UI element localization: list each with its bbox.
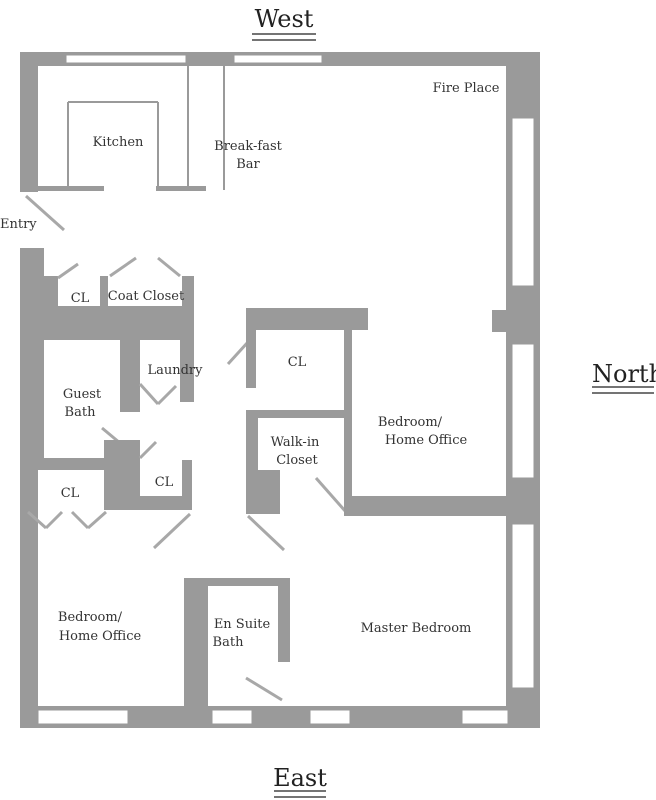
en-suite-top-wall bbox=[184, 578, 290, 586]
label-fire-place: Fire Place bbox=[433, 81, 500, 96]
center-closet-left-wall bbox=[246, 308, 256, 388]
laundry-left-wall bbox=[120, 330, 140, 412]
walk-in-closet-door bbox=[314, 477, 348, 513]
coat-closet-door-left bbox=[109, 256, 137, 278]
bedroom-closet-door-c bbox=[70, 510, 90, 530]
walk-in-bottom-block bbox=[246, 470, 280, 514]
fireplace bbox=[492, 310, 512, 332]
label-bedroom-east-line2: Home Office bbox=[59, 629, 142, 644]
en-suite-left-wall bbox=[184, 578, 208, 728]
direction-east: East bbox=[273, 764, 327, 792]
bedroom-divider-wall bbox=[344, 496, 540, 516]
direction-north: North bbox=[592, 360, 656, 388]
label-cl-hall: CL bbox=[155, 475, 174, 490]
label-guest-bath-line1: Guest bbox=[63, 387, 102, 402]
east-exterior-wall bbox=[20, 706, 540, 728]
label-kitchen: Kitchen bbox=[93, 135, 144, 150]
coat-closet-right-wall bbox=[182, 276, 194, 340]
entry-door bbox=[24, 194, 66, 232]
east-side-exterior-wall bbox=[20, 248, 38, 728]
en-suite-right-wall bbox=[278, 578, 290, 662]
master-bedroom-door bbox=[246, 514, 286, 552]
center-closet-door bbox=[226, 340, 250, 366]
bedroom-closet-door-d bbox=[87, 510, 107, 530]
label-breakfast-bar-line2: Bar bbox=[236, 157, 260, 172]
window-living bbox=[233, 54, 323, 64]
label-breakfast-bar-line1: Break-fast bbox=[214, 139, 282, 154]
center-closet-right-wall bbox=[344, 330, 352, 516]
laundry-door-b bbox=[156, 384, 178, 406]
direction-west: West bbox=[255, 5, 314, 33]
bedroom-closet-door-a bbox=[27, 510, 47, 530]
hall-closet-door bbox=[138, 440, 158, 460]
hall-closet-right-wall bbox=[182, 460, 192, 510]
label-cl-center: CL bbox=[288, 355, 307, 370]
label-coat-closet: Coat Closet bbox=[108, 289, 185, 304]
coat-closet-door-right bbox=[157, 256, 181, 278]
closet-bottom-wall bbox=[38, 306, 194, 340]
center-closet-divider bbox=[246, 410, 352, 418]
center-closet-top-wall bbox=[246, 308, 368, 330]
closet-cl-side bbox=[38, 276, 58, 310]
label-en-suite-line1: En Suite bbox=[214, 617, 271, 632]
bedroom-closet-door-b bbox=[44, 510, 64, 530]
window-north-3 bbox=[511, 523, 535, 689]
label-entry: Entry bbox=[0, 217, 37, 232]
window-bath-1 bbox=[211, 709, 253, 725]
window-master bbox=[461, 709, 509, 725]
closet-divider bbox=[100, 276, 108, 310]
label-walk-in-line2: Closet bbox=[276, 453, 318, 468]
label-laundry: Laundry bbox=[147, 363, 203, 378]
window-north-1 bbox=[511, 117, 535, 287]
hall-closet-bottom-wall bbox=[104, 496, 192, 510]
label-bedroom-north-line2: Home Office bbox=[385, 433, 468, 448]
label-cl-bedroom: CL bbox=[61, 486, 80, 501]
en-suite-door bbox=[245, 676, 283, 702]
label-guest-bath-line2: Bath bbox=[65, 405, 97, 420]
label-cl-entry: CL bbox=[71, 291, 90, 306]
kitchen-lower-wall-right bbox=[156, 186, 206, 191]
label-bedroom-east-line1: Bedroom/ bbox=[58, 610, 123, 625]
window-kitchen bbox=[65, 54, 187, 64]
label-walk-in-line1: Walk-in bbox=[271, 435, 320, 450]
label-bedroom-north-line1: Bedroom/ bbox=[378, 415, 443, 430]
east-bedroom-door bbox=[152, 512, 192, 550]
window-bedroom-east bbox=[37, 709, 129, 725]
guest-bath-left-wall bbox=[26, 330, 44, 470]
laundry-right-wall bbox=[180, 330, 194, 402]
laundry-door-a bbox=[138, 382, 160, 406]
cl-door bbox=[57, 262, 79, 280]
window-bath-2 bbox=[309, 709, 351, 725]
kitchen-exterior-wall bbox=[20, 52, 38, 192]
label-master-bedroom: Master Bedroom bbox=[361, 621, 472, 636]
window-north-2 bbox=[511, 343, 535, 479]
kitchen-lower-wall bbox=[38, 186, 104, 191]
label-en-suite-line2: Bath bbox=[213, 635, 245, 650]
